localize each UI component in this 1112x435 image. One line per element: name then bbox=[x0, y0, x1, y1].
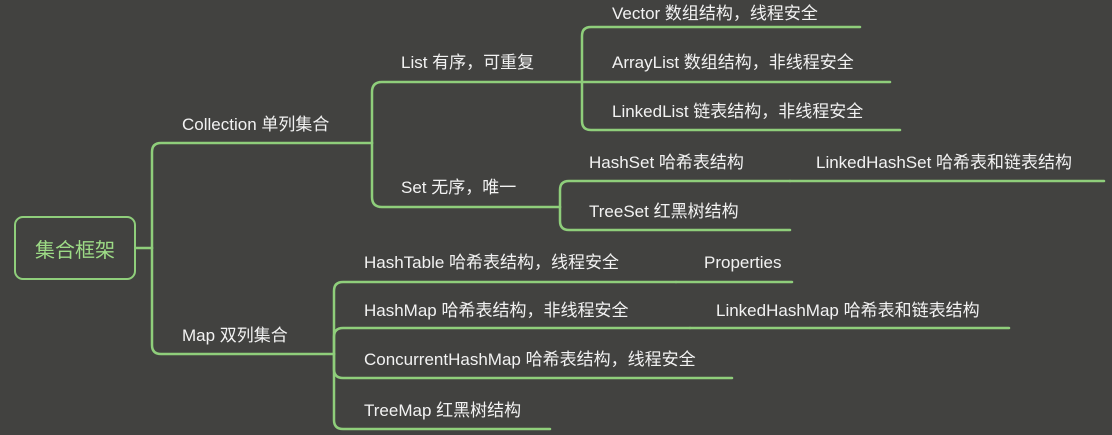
node-properties: Properties bbox=[704, 253, 782, 272]
connector-map-treemap bbox=[332, 352, 552, 431]
connector-root-map bbox=[150, 246, 336, 356]
node-hashset: HashSet 哈希表结构 bbox=[589, 153, 744, 172]
connector-list-linkedlist bbox=[580, 80, 902, 132]
node-arraylist: ArrayList 数组结构，非线程安全 bbox=[612, 53, 854, 72]
root-node: 集合框架 bbox=[14, 216, 136, 280]
node-linkedhashmap: LinkedHashMap 哈希表和链表结构 bbox=[716, 301, 980, 320]
connector-collection-set bbox=[370, 141, 562, 209]
connector-root-collection bbox=[150, 141, 374, 250]
connector-set-hashset bbox=[558, 179, 792, 209]
node-list: List 有序，可重复 bbox=[401, 53, 535, 72]
connector-collection-list bbox=[370, 80, 584, 145]
node-set: Set 无序，唯一 bbox=[401, 178, 517, 197]
node-treemap: TreeMap 红黑树结构 bbox=[364, 401, 522, 420]
node-hashmap: HashMap 哈希表结构，非线程安全 bbox=[364, 301, 629, 320]
node-linkedhashset: LinkedHashSet 哈希表和链表结构 bbox=[816, 153, 1073, 172]
node-concurrenthashmap: ConcurrentHashMap 哈希表结构，线程安全 bbox=[364, 350, 696, 369]
node-linkedlist: LinkedList 链表结构，非线程安全 bbox=[612, 102, 864, 121]
connector-map-hashtable bbox=[332, 280, 678, 356]
connector-set-treeset bbox=[558, 205, 792, 232]
node-hashtable: HashTable 哈希表结构，线程安全 bbox=[364, 253, 620, 272]
node-treeset: TreeSet 红黑树结构 bbox=[589, 202, 739, 221]
node-map: Map 双列集合 bbox=[182, 326, 288, 345]
node-vector: Vector 数组结构，线程安全 bbox=[612, 4, 818, 23]
connector-list-vector bbox=[580, 25, 862, 84]
connector-map-hashmap bbox=[332, 326, 692, 356]
node-collection: Collection 单列集合 bbox=[182, 115, 330, 134]
